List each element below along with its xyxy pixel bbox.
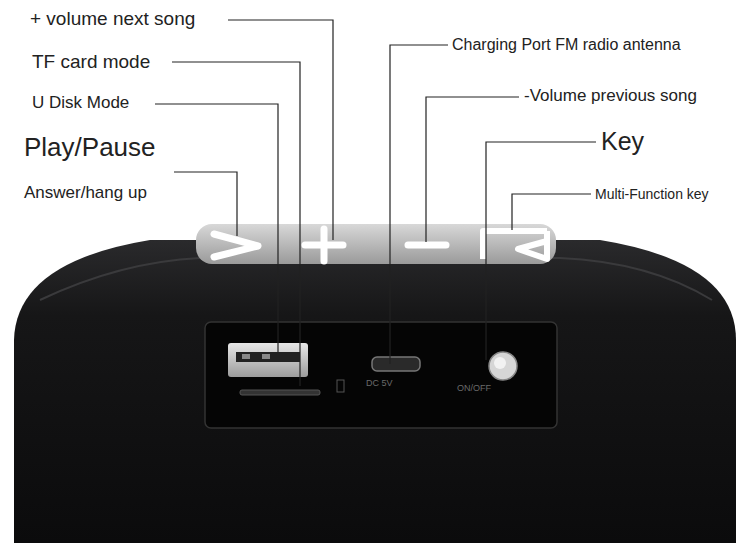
callout-label: U Disk Mode [32,93,129,113]
callout-label: -Volume previous song [524,86,697,106]
port-marking: ON/OFF [457,383,491,393]
callout-label: Multi-Function key [595,186,709,202]
callout-label: Charging Port FM radio antenna [452,36,681,54]
callout-label: Key [601,127,644,156]
port-marking: DC 5V [366,378,393,388]
callout-label: + volume next song [30,8,195,30]
callout-label: TF card mode [32,51,150,73]
callout-label: Play/Pause [24,133,156,163]
callout-label: Answer/hang up [24,183,147,203]
